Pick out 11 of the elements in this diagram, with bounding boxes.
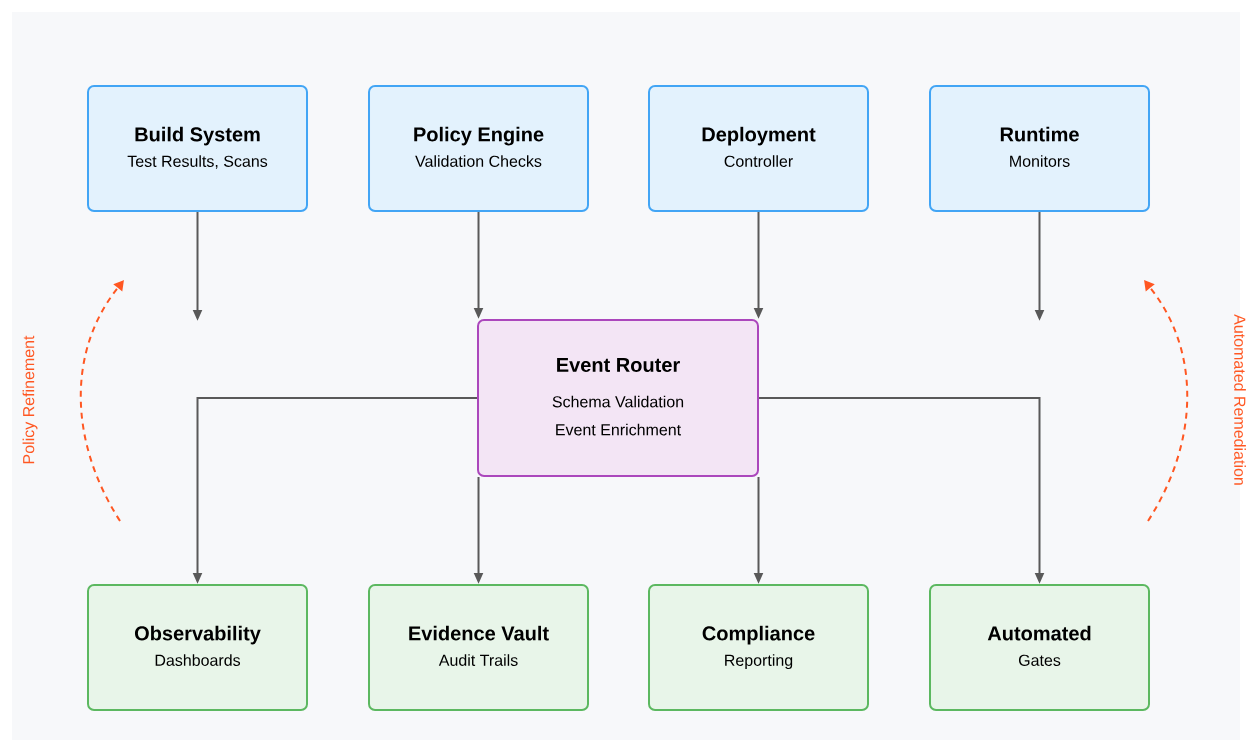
output-box: Observability Dashboards bbox=[87, 584, 308, 711]
source-box: Policy Engine Validation Checks bbox=[368, 85, 589, 212]
side-label: Automated Remediation bbox=[1234, 314, 1246, 485]
output-box: Evidence Vault Audit Trails bbox=[368, 584, 589, 711]
router-box: Event Router Schema Validation Event Enrichment bbox=[477, 319, 759, 477]
output-box: Compliance Reporting bbox=[648, 584, 869, 711]
source-box: Build System Test Results, Scans bbox=[87, 85, 308, 212]
source-box: Runtime Monitors bbox=[929, 85, 1150, 212]
side-label: Policy Refinement bbox=[22, 335, 38, 464]
output-box: Automated Gates bbox=[929, 584, 1150, 711]
source-box: Deployment Controller bbox=[648, 85, 869, 212]
